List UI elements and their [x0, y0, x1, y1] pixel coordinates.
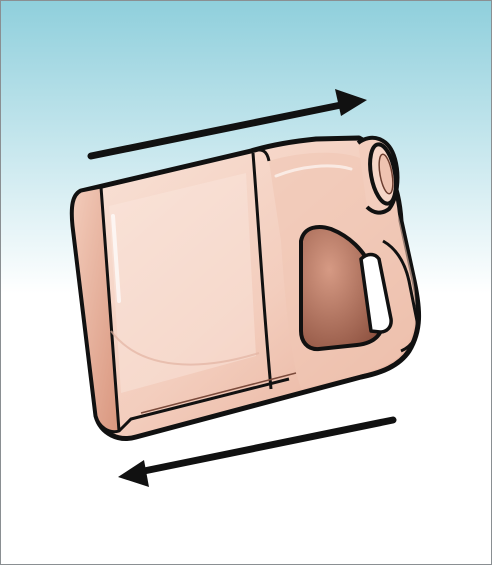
- illustration-frame: [0, 0, 492, 565]
- illustration-canvas: [1, 1, 491, 564]
